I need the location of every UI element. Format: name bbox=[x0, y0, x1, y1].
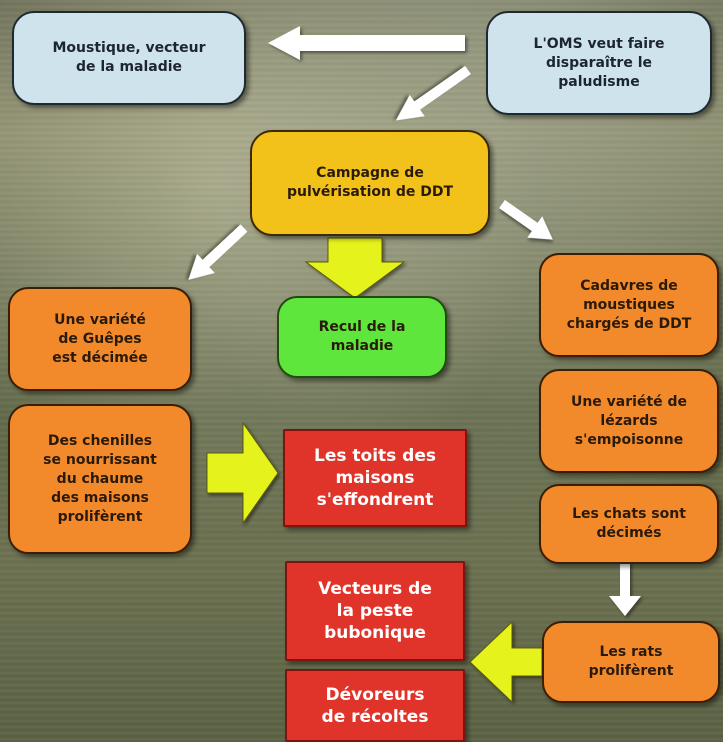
node-rats-proliferate: Les rats prolifèrent bbox=[542, 621, 720, 703]
node-plague-vectors: Vecteurs de la peste bubonique bbox=[285, 561, 465, 661]
arrow-caterpillars-to-roofs bbox=[206, 421, 279, 525]
node-wasps-decimated: Une variété de Guêpes est décimée bbox=[8, 287, 192, 391]
node-disease-retreat: Recul de la maladie bbox=[277, 296, 447, 378]
arrow-oms-to-mosquito bbox=[268, 26, 465, 60]
arrow-rats-to-plague bbox=[469, 620, 543, 704]
node-mosquito-vector: Moustique, vecteur de la maladie bbox=[12, 11, 246, 105]
node-roofs-collapse: Les toits des maisons s'effondrent bbox=[283, 429, 467, 527]
arrow-campaign-to-wasps bbox=[188, 224, 248, 280]
arrow-campaign-to-retreat bbox=[304, 237, 406, 299]
node-caterpillars: Des chenilles se nourrissant du chaume d… bbox=[8, 404, 192, 554]
arrow-campaign-to-corpses bbox=[499, 199, 553, 240]
node-crop-devourers: Dévoreurs de récoltes bbox=[285, 669, 465, 742]
node-oms-goal: L'OMS veut faire disparaître le paludism… bbox=[486, 11, 712, 115]
node-cats-decimated: Les chats sont décimés bbox=[539, 484, 719, 564]
arrow-oms-to-campaign bbox=[395, 65, 471, 121]
arrow-cats-to-rats bbox=[609, 562, 641, 616]
node-mosquito-corpses: Cadavres de moustiques chargés de DDT bbox=[539, 253, 719, 357]
node-ddt-campaign: Campagne de pulvérisation de DDT bbox=[250, 130, 490, 236]
node-lizards-poisoned: Une variété de lézards s'empoisonne bbox=[539, 369, 719, 473]
